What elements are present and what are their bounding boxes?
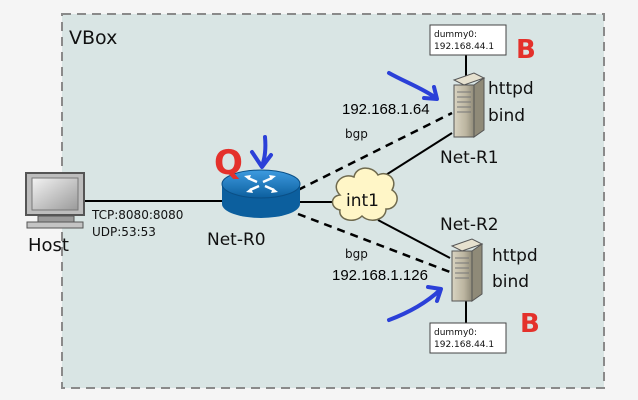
vbox-label: VBox [69,27,117,49]
server-r1-label: Net-R1 [440,148,499,168]
annotation-r1-arrow [387,71,439,101]
server-r1-service-2: bind [488,106,525,126]
bgp-link-r1 [297,111,453,192]
router-label: Net-R0 [207,230,266,250]
server-r2-ip: 192.168.1.126 [332,267,428,284]
server-r2-service-1: httpd [492,246,538,266]
dummy-r2-name: dummy0: [434,328,477,338]
cloud-label: int1 [346,191,379,211]
dummy-r1-name: dummy0: [434,30,477,40]
annotation-r2-mark: B [520,309,540,339]
dummy-r1-box: dummy0: 192.168.44.1 [429,24,507,56]
bgp-label-upper: bgp [345,127,368,141]
host-port-udp: UDP:53:53 [92,225,156,239]
server-r2-label: Net-R2 [440,215,499,235]
annotation-router-mark: Q [214,143,243,183]
host-label: Host [28,235,69,256]
router-icon [221,169,301,218]
annotation-r1-mark: B [516,35,536,65]
server-r1-ip: 192.168.1.64 [342,101,430,118]
server-r2-icon [450,238,484,302]
dummy-r1-ip: 192.168.44.1 [434,42,494,52]
dummy-r2-box: dummy0: 192.168.44.1 [429,322,507,354]
annotation-r2-arrow [387,285,443,322]
server-r1-icon [452,72,486,138]
bgp-label-lower: bgp [345,247,368,261]
dummy-r2-ip: 192.168.44.1 [434,340,494,350]
cloud-r2-link [377,219,451,259]
server-r1-service-1: httpd [488,79,534,99]
cloud-r1-link [377,132,453,181]
annotation-router-arrow [250,135,273,169]
host-port-tcp: TCP:8080:8080 [91,208,183,222]
cloud-icon [331,167,398,221]
server-r2-service-2: bind [492,272,529,292]
host-computer-icon [25,172,85,229]
